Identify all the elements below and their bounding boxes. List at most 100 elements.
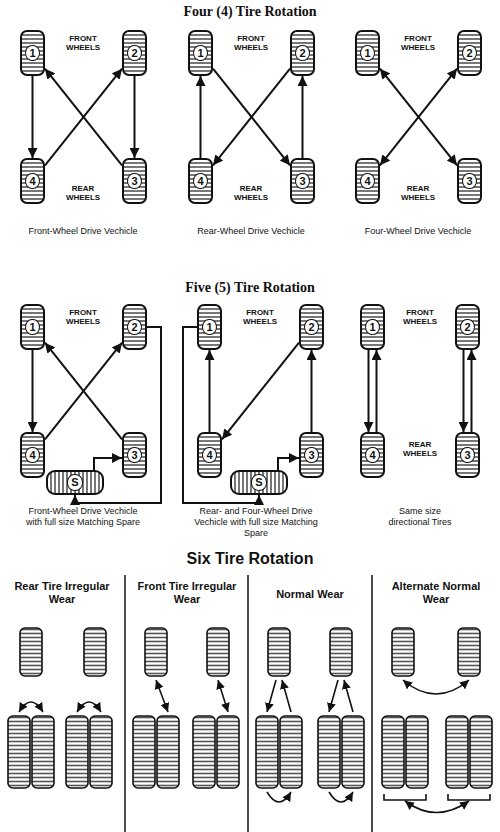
tire: 1 [20, 30, 45, 76]
dual-tire [8, 716, 30, 788]
section-title: Six Tire Rotation [100, 550, 400, 568]
column-divider [247, 575, 249, 832]
rotation-arrow [45, 343, 122, 440]
tire: 1 [197, 304, 222, 350]
tire-number: 2 [460, 319, 474, 335]
rotation-arrow [471, 350, 473, 432]
caption: Rear- and Four-Wheel Drive Vechicle with… [186, 506, 326, 538]
dual-tire [32, 716, 54, 788]
front-tire [20, 628, 42, 676]
front-tire [84, 628, 106, 676]
front-tire [392, 628, 414, 676]
tire: 4 [20, 158, 45, 204]
rotation-arrow [282, 680, 291, 712]
tire-number: 2 [304, 319, 318, 335]
tire-number: 4 [25, 173, 39, 189]
tire-number: 3 [295, 173, 309, 189]
caption: Four-Wheel Drive Vechicle [363, 226, 473, 237]
rotation-arrow [405, 801, 469, 813]
axle-label: REAR WHEELS [55, 184, 111, 202]
rotation-arrow [218, 680, 228, 712]
dual-tire [382, 716, 404, 788]
dual-tire [133, 716, 155, 788]
tire: 3 [455, 432, 480, 478]
tire: 1 [360, 304, 385, 350]
axle-label: REAR WHEELS [390, 184, 446, 202]
dual-tire [256, 716, 278, 788]
tire-number: 4 [193, 173, 207, 189]
tire-number: 1 [360, 45, 374, 61]
tire: 3 [299, 432, 324, 478]
tire-number: 2 [462, 45, 476, 61]
tire-number: 4 [25, 447, 39, 463]
tire-number: 2 [295, 45, 309, 61]
tire: 4 [188, 158, 213, 204]
tire: 1 [20, 304, 45, 350]
front-tire [458, 628, 480, 676]
spare-tire: S [46, 470, 104, 495]
tire: 1 [355, 30, 380, 76]
rotation-arrow [94, 458, 122, 470]
rotation-arrow [463, 350, 465, 432]
column-divider [371, 575, 373, 832]
rotation-arrow [45, 69, 122, 166]
rotation-arrow [45, 69, 122, 166]
tire: 2 [290, 30, 315, 76]
rotation-arrow [403, 680, 469, 694]
rotation-arrow [209, 350, 211, 432]
tire: 2 [455, 304, 480, 350]
caption: Same size directional Tires [378, 506, 462, 528]
rotation-arrow [329, 792, 353, 802]
front-tire [145, 628, 167, 676]
tire-number: 3 [460, 447, 474, 463]
tire: 2 [457, 30, 482, 76]
tire-number: 1 [25, 319, 39, 335]
pair-bracket [448, 794, 490, 800]
section-title: Five (5) Tire Rotation [100, 280, 400, 296]
front-tire [268, 628, 290, 676]
dual-tire [66, 716, 88, 788]
tire: 3 [290, 158, 315, 204]
rotation-arrow [311, 350, 313, 432]
tire-number: S [67, 474, 82, 490]
dual-tire [446, 716, 468, 788]
column-heading: Normal Wear [254, 588, 366, 601]
rotation-arrow [19, 702, 43, 712]
rotation-arrow [213, 69, 290, 166]
tire: 1 [188, 30, 213, 76]
dual-tire [193, 716, 215, 788]
tire: 4 [355, 158, 380, 204]
tire: 4 [197, 432, 222, 478]
dual-tire [318, 716, 340, 788]
tire: 2 [122, 304, 147, 350]
rotation-arrow [32, 350, 34, 432]
tire-number: 2 [127, 319, 141, 335]
tire: 2 [122, 30, 147, 76]
front-tire [330, 628, 352, 676]
rotation-arrow [329, 680, 338, 712]
rotation-arrow [156, 680, 168, 712]
tire: 3 [122, 432, 147, 478]
tire-number: 1 [25, 45, 39, 61]
rotation-arrow [267, 792, 291, 802]
rotation-arrow [45, 343, 122, 440]
tire-number: 1 [202, 319, 216, 335]
tire: 3 [122, 158, 147, 204]
rotation-arrow [302, 76, 304, 158]
tire: 3 [457, 158, 482, 204]
axle-label: FRONT WHEELS [390, 34, 446, 52]
dual-tire [90, 716, 112, 788]
tire-number: 4 [365, 447, 379, 463]
tire: 4 [360, 432, 385, 478]
axle-label: REAR WHEELS [392, 440, 448, 458]
pair-bracket [384, 794, 426, 800]
column-divider [124, 575, 126, 832]
rotation-arrow [376, 350, 378, 432]
rotation-arrow [32, 76, 34, 158]
caption: Rear-Wheel Drive Vechicle [196, 226, 306, 237]
tire-number: 3 [127, 447, 141, 463]
rotation-arrow [222, 343, 299, 440]
dual-tire [406, 716, 428, 788]
